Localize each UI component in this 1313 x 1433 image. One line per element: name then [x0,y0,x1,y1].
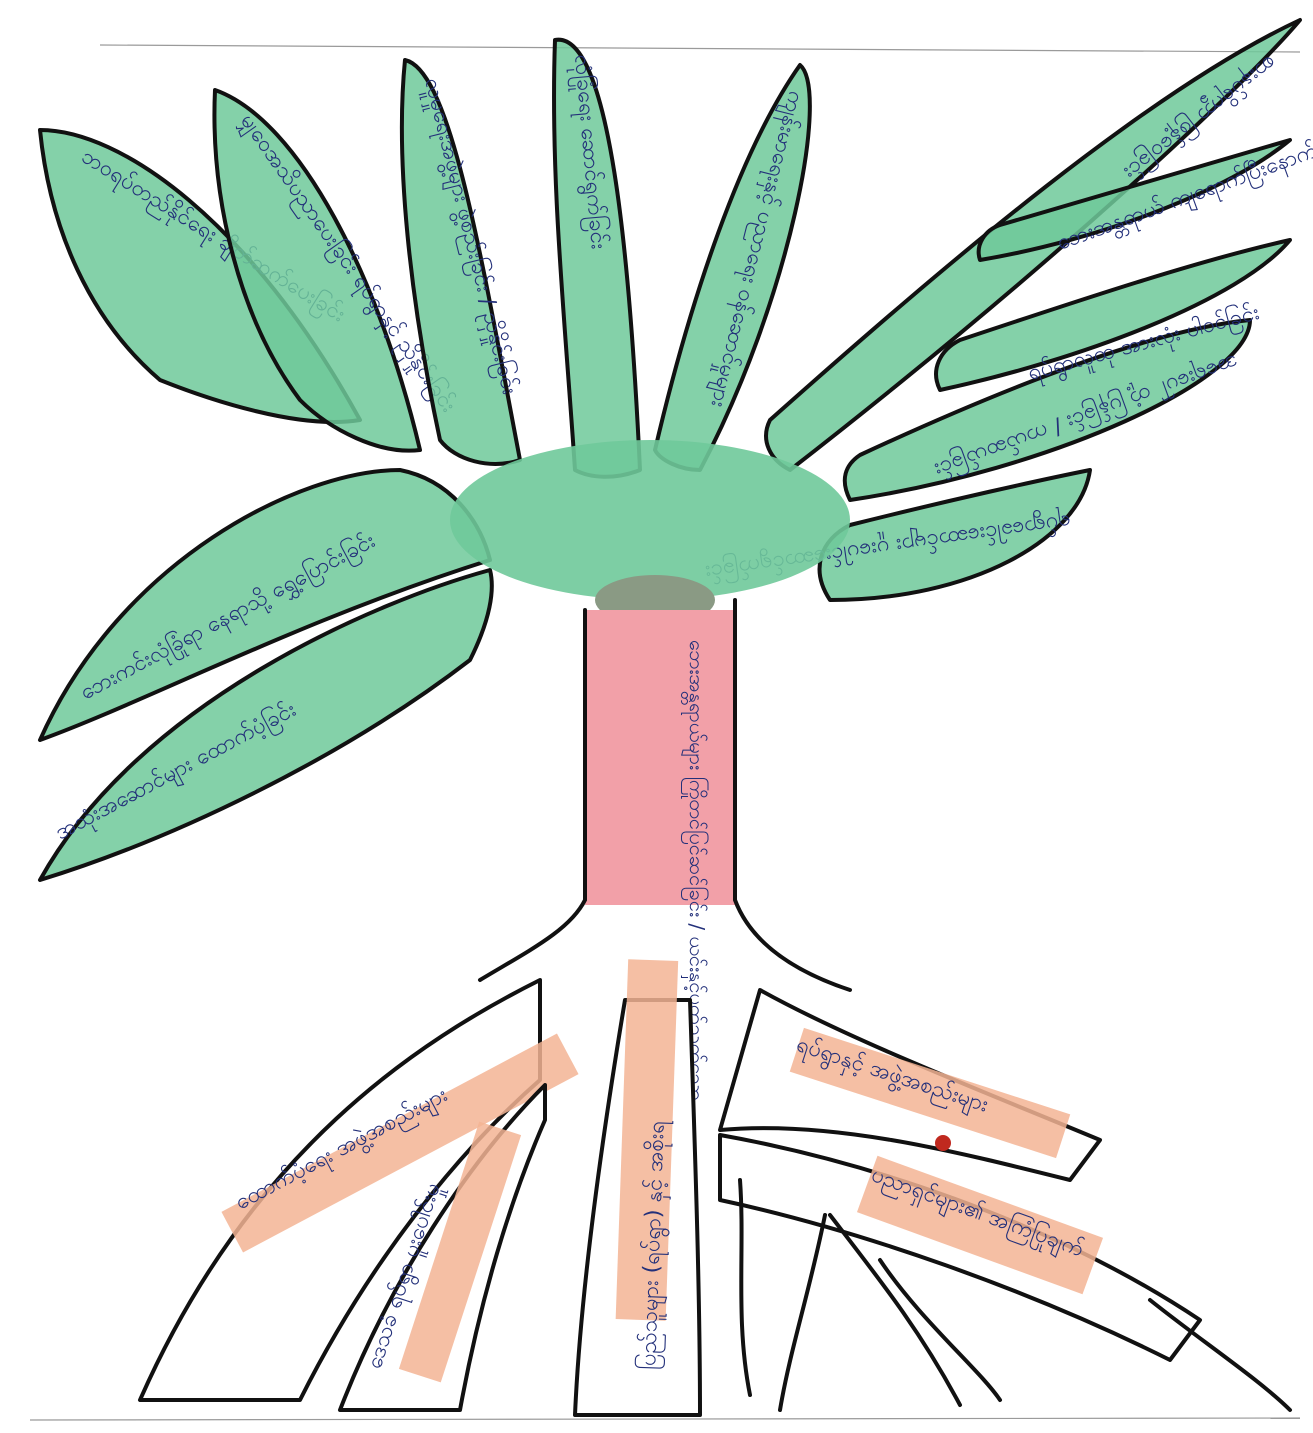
leaf-3: လူမှုရေးအဖွဲ့များ ဖွဲ့စည်းခြင်း / ညှိနှိ… [402,60,524,464]
trunk-left-edge [480,610,585,980]
red-ink-dot [935,1135,951,1151]
leaf-3-shape [402,60,520,464]
root-strand-2 [780,1215,825,1410]
pencil-frame-top [100,45,1300,52]
leaf-4: လုံခြုံရေး ဆောင်ရွက်ခြင်း [554,40,640,477]
trunk-right-edge [735,600,850,990]
pencil-frame-bottom [30,1418,1300,1420]
root-5: ပညာရှင်များ၏ အကြံပြုချက် [720,1135,1200,1360]
trunk-fill [585,610,735,905]
root-strand-4 [880,1260,1000,1400]
root-3: ပြည်သူများ (ရပ်ရွာ) နှင့် အစိုးရ [575,959,700,1415]
root-strand-1 [740,1180,750,1395]
